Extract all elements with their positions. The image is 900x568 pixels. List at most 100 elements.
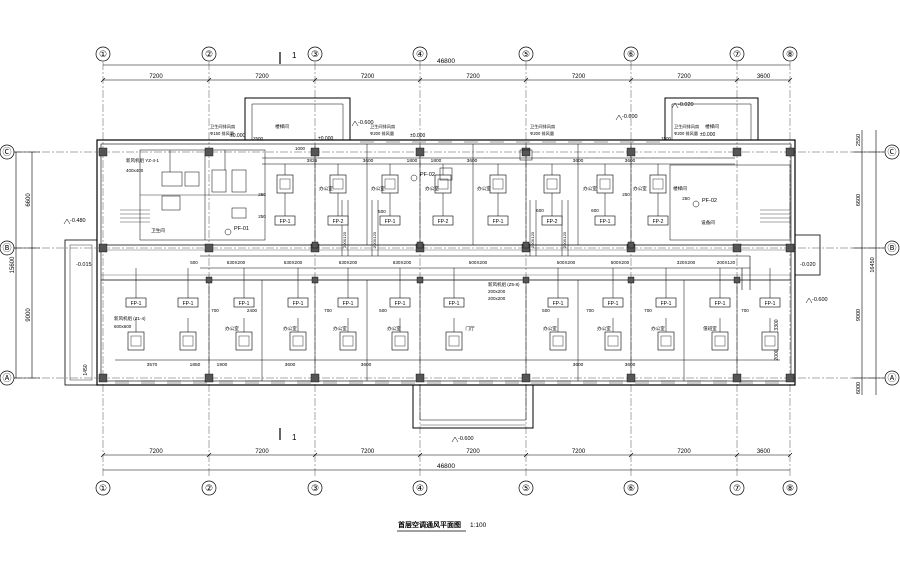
lower-diffuser-10 [657,331,675,351]
main-supply-size: 200x200 [488,296,506,301]
lower-diffuser-6 [391,331,409,351]
column [521,373,531,383]
right-base-dimension: 6000 [856,382,862,394]
dim-tick [523,77,529,83]
short-dim-7: 1500 [661,136,672,141]
fan-c-label: PF-02 [702,198,717,204]
lower-diffuser-9 [604,331,622,351]
bottom-span-5: 7200 [572,449,586,455]
upper-fan-coil-7: FP-1 [594,215,616,226]
short-dim-8: 500 [190,260,198,265]
grid-bubble-left-3: Ⓐ [0,370,15,386]
grid-bubble-bottom-1-circle [95,480,111,496]
fan-coil-label: FP-1 [183,301,194,307]
exhaust-3-note: 卫生间排风扇 [530,123,555,130]
short-dim-6: 250 [682,196,690,201]
fan-coil-box [379,215,401,226]
bottom-total-dimension: 46800 [437,463,455,470]
top-span-4: 7200 [466,74,480,80]
upper-inner-dim-1: 3825 [307,158,318,164]
dim-tick [734,77,740,83]
column [522,241,530,249]
fan-coil-box [327,215,349,226]
room-label-4: 办公室 [477,185,491,192]
room-label-13: 办公室 [387,325,401,332]
room-name-labels: 办公室办公室办公室办公室办公室办公室楼梯间设备间卫生间办公室办公室办公室办公室门… [151,123,719,332]
structural-columns [98,147,795,383]
grid-bubble-bottom-6-circle [623,480,639,496]
window-marks [115,141,779,384]
grid-bubble-top-4-circle [412,46,428,62]
dim-tick [628,452,634,458]
side-dim-8: 700 [324,308,332,313]
column [311,241,319,249]
grid-bubble-top-4-label: ④ [416,49,424,59]
grid-bubble-bottom-4-circle [412,480,428,496]
grid-bubble-bottom-4-label: ④ [416,483,424,493]
grid-bubble-bottom-3-circle [307,480,323,496]
fan-coil-label: FP-1 [449,301,460,307]
lower-diffuser-5 [339,331,357,351]
lower-diffuser-8-grille [552,335,564,347]
fan-coil-box [709,297,731,308]
room-label-10: 办公室 [225,325,239,332]
grid-bubble-top-7-circle [729,46,745,62]
lower-diffuser-12-grille [764,335,776,347]
dim-tick [206,77,212,83]
column [733,276,741,284]
column [310,147,320,157]
fan-coil-label: FP-1 [661,301,672,307]
side-dim-6: 500 [542,308,550,313]
room-label-19: 楼梯间 [275,123,289,130]
grid-bubble-left-1: Ⓒ [0,144,15,160]
top-total-dimension: 46800 [437,58,455,65]
lower-diffuser-11 [711,331,729,351]
short-dim-5: 250 [622,192,630,197]
bottom-dimension-chain [100,452,793,471]
left-outer-dimension: 15600 [10,256,16,273]
upper-fan-coil-1: FP-1 [274,215,296,226]
ahu-lower-right-size: 200x200 [488,289,506,294]
grid-bubble-top-1-circle [95,46,111,62]
fan-coil-box [647,215,669,226]
column [98,373,108,383]
left-upper-dimension: 6600 [26,193,32,207]
dim-tick [100,452,106,458]
top-span-3: 7200 [361,74,375,80]
grid-bubble-top-5-label: ⑤ [522,49,530,59]
short-dim-3: 250 [258,192,266,197]
grid-bubble-top-8: ⑧ [782,46,798,62]
side-dim-2: 500 [378,209,386,214]
column [204,147,214,157]
exhaust-4-note: 卫生间排风扇 [674,123,699,130]
grid-bubble-right-3-label: Ⓐ [887,373,896,383]
grid-bubble-bottom-3: ③ [307,480,323,496]
lower-diffuser-6-grille [394,335,406,347]
upper-diffuser-6-outlet [543,174,561,194]
upper-inner-dim-6: 3600 [573,158,584,164]
room-label-9: 卫生间 [151,227,165,234]
upper-diffuser-5-outlet [489,174,507,194]
upper-diffuser-8-outlet [649,174,667,194]
column [626,373,636,383]
column [310,373,320,383]
exhaust-1-spec: Φ150 排风量 [210,130,234,137]
section-label-bottom: 1 [292,433,297,442]
lower-diffuser-10-grille [660,335,672,347]
grid-bubble-top-5: ⑤ [518,46,534,62]
lower-diffuser-3-grille [238,335,250,347]
lower-diffuser-3 [235,331,253,351]
lower-diffuser-7-grille [448,335,460,347]
ahu-lower-right-note: 新风机组 (Z5-8) [488,281,520,288]
exhaust-2-spec: Φ200 排风量 [370,130,394,137]
upper-inner-dim-2: 3600 [363,158,374,164]
room-label-16: 办公室 [597,325,611,332]
bottom-span-4: 7200 [466,449,480,455]
grid-bubble-top-3: ③ [307,46,323,62]
room-label-6: 办公室 [633,185,647,192]
lower-diffuser-2 [179,331,197,351]
top-span-1: 7200 [149,74,163,80]
